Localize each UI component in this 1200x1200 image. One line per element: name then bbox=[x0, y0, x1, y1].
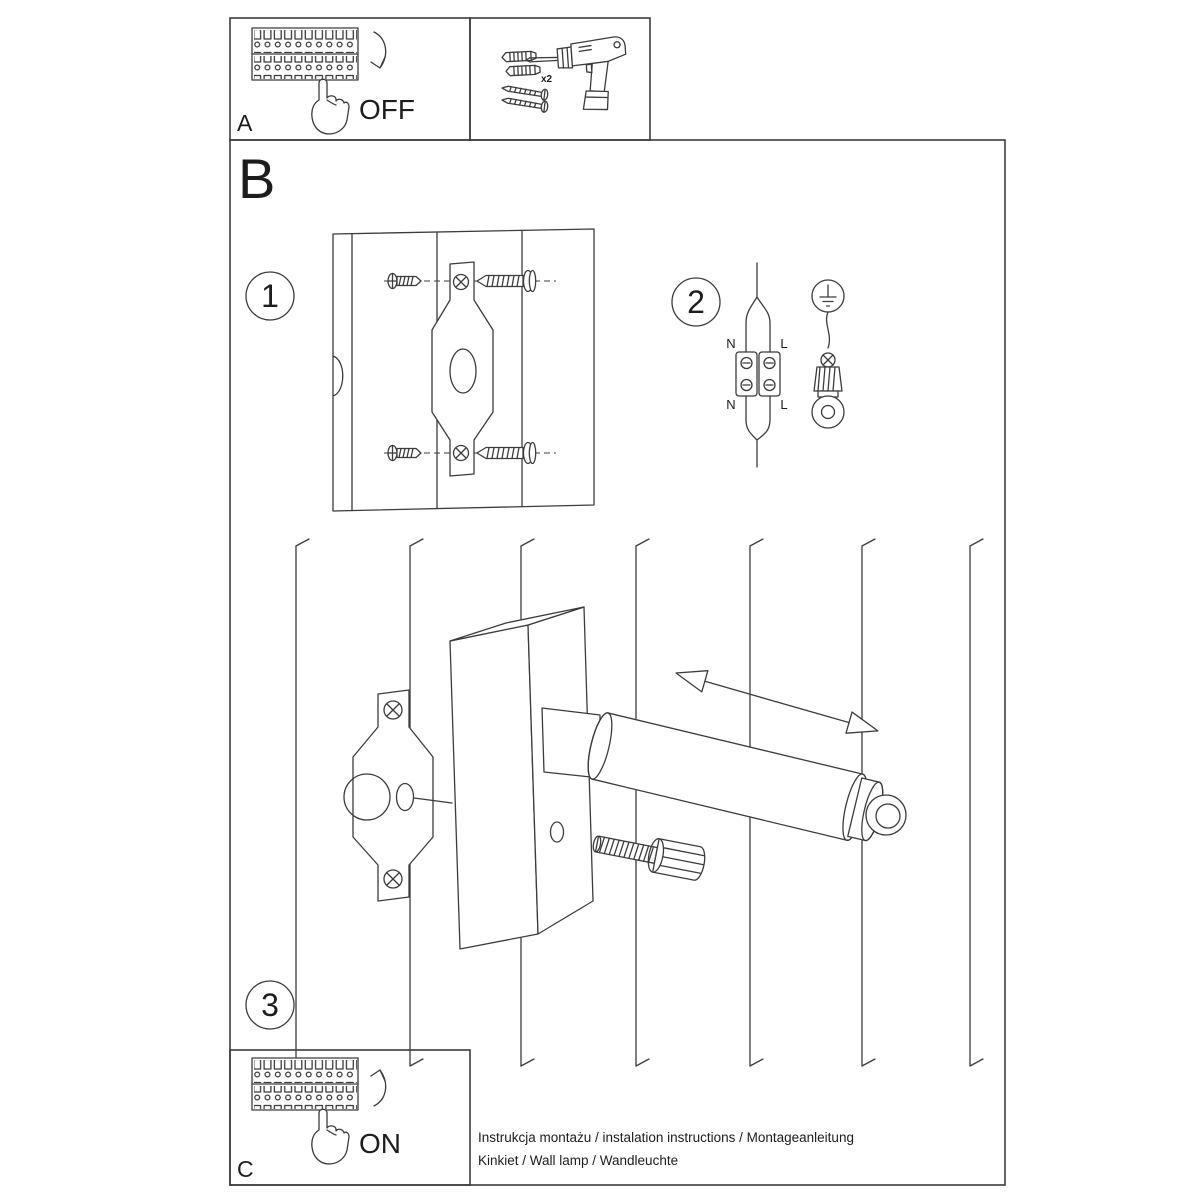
hand-icon bbox=[311, 78, 350, 135]
breaker-panel-icon bbox=[251, 1057, 359, 1111]
step3-badge bbox=[245, 980, 295, 1030]
l-label-bottom: L bbox=[780, 397, 787, 412]
on-label: ON bbox=[359, 1128, 401, 1159]
plug-qty-label: x2 bbox=[541, 74, 553, 85]
off-label: OFF bbox=[359, 94, 415, 125]
wall-screw-top-icon bbox=[476, 269, 537, 293]
breaker-panel-icon bbox=[251, 27, 359, 81]
step2-diagram: 2 N L N L bbox=[671, 262, 845, 468]
lamp-tube bbox=[541, 707, 907, 842]
tools-diagram: x2 bbox=[500, 36, 627, 114]
on-arrow-icon bbox=[370, 1069, 387, 1107]
section-b-frame bbox=[229, 139, 1006, 1186]
mounting-bracket bbox=[431, 261, 494, 477]
l-label-top: L bbox=[780, 336, 787, 351]
section-c-label: C bbox=[237, 1156, 254, 1182]
bracket-screw-bottom-icon bbox=[387, 444, 422, 462]
power-off-diagram: A OFF bbox=[237, 27, 415, 136]
step2-number: 2 bbox=[687, 284, 705, 320]
section-b-label: B bbox=[238, 147, 275, 210]
step3-number: 3 bbox=[261, 987, 279, 1023]
ground-connection bbox=[811, 279, 845, 429]
terminal-block bbox=[735, 262, 781, 468]
section-a-label: A bbox=[237, 110, 253, 136]
tools-box-frame bbox=[469, 17, 651, 141]
screws-icon bbox=[500, 83, 549, 114]
bracket-screw-top-icon bbox=[387, 272, 422, 290]
footer-line-1: Instrukcja montażu / instalation instruc… bbox=[478, 1130, 854, 1145]
footer-line-2: Kinkiet / Wall lamp / Wandleuchte bbox=[478, 1153, 678, 1168]
lamp-base-box bbox=[449, 606, 594, 950]
step3-diagram: 3 bbox=[245, 538, 984, 1067]
step1-number: 1 bbox=[261, 278, 279, 314]
wall-plugs-icon bbox=[501, 50, 541, 77]
section-c-frame bbox=[229, 1049, 471, 1186]
hand-icon bbox=[311, 1108, 350, 1165]
step1-diagram: 1 bbox=[245, 228, 595, 512]
fixing-screw bbox=[592, 835, 706, 881]
wall-screw-bottom-icon bbox=[476, 441, 537, 465]
n-label-top: N bbox=[726, 336, 735, 351]
slide-direction-arrow bbox=[675, 670, 879, 734]
wall-bracket bbox=[343, 689, 453, 902]
step1-badge bbox=[245, 271, 295, 321]
drill-icon bbox=[525, 36, 627, 111]
footer: Instrukcja montażu / instalation instruc… bbox=[478, 1130, 854, 1168]
off-arrow-icon bbox=[370, 31, 387, 69]
step2-badge bbox=[671, 277, 721, 327]
n-label-bottom: N bbox=[726, 397, 735, 412]
power-on-diagram: C ON bbox=[237, 1057, 401, 1182]
